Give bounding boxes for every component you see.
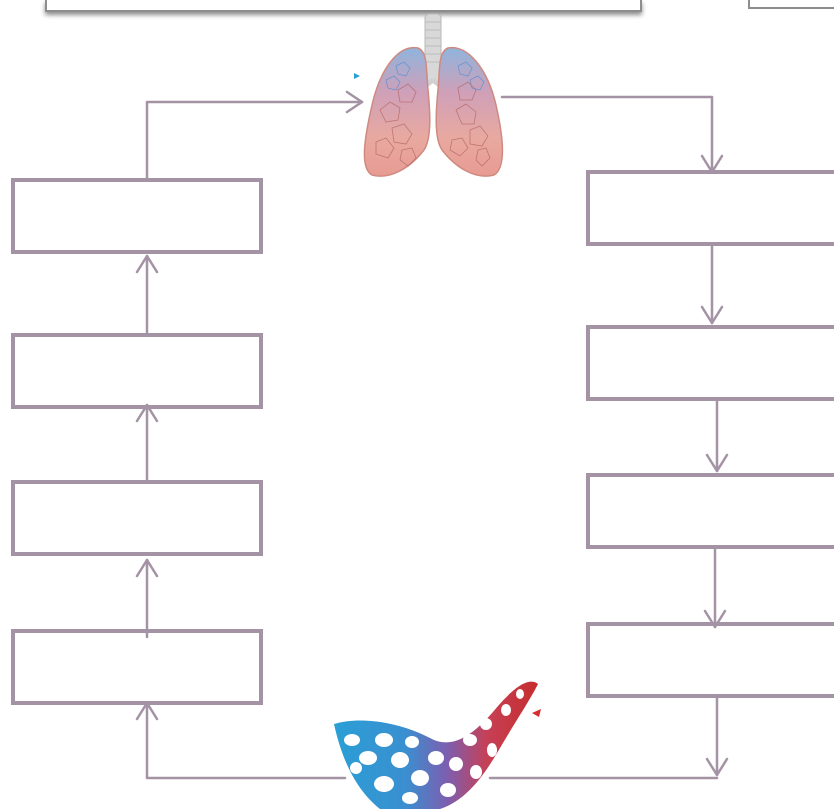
- connector-left-to-lungs: [147, 102, 362, 178]
- lungs-icon: [364, 14, 502, 176]
- red-marker-icon: [532, 709, 541, 717]
- connector-lungs-to-right: [502, 97, 712, 172]
- capillary-network-icon: [334, 682, 538, 809]
- connector-capillaries-to-left: [147, 703, 345, 778]
- blue-marker-icon: [354, 73, 360, 79]
